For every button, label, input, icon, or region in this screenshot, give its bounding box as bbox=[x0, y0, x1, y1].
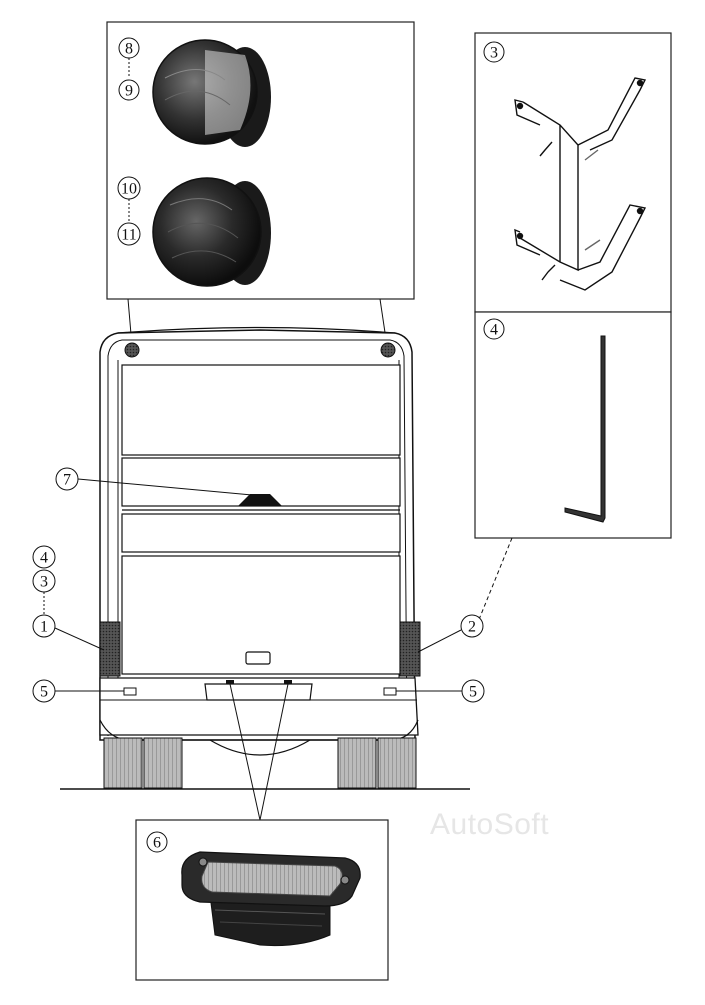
rear-lamp-cluster-right bbox=[399, 621, 421, 677]
svg-text:8: 8 bbox=[125, 41, 133, 58]
allen-key-illustration bbox=[564, 335, 606, 523]
lamp-10-11-illustration bbox=[152, 177, 271, 287]
callout-8: 8 bbox=[118, 37, 140, 59]
panel-4-label: 4 bbox=[483, 318, 505, 340]
wheel-left-outer bbox=[103, 737, 143, 789]
svg-text:6: 6 bbox=[153, 835, 161, 852]
callout-5-right: 5 bbox=[461, 679, 485, 703]
wheel-right-inner bbox=[337, 737, 377, 789]
wheel-right-outer bbox=[377, 737, 417, 789]
top-marker-lamp-right bbox=[380, 342, 396, 358]
bracket-panel-3: 3 bbox=[474, 32, 672, 313]
svg-text:3: 3 bbox=[40, 574, 48, 591]
callout-5-left: 5 bbox=[32, 679, 56, 703]
svg-text:7: 7 bbox=[63, 472, 71, 489]
lamp-8-9-illustration bbox=[152, 39, 271, 147]
panel-3-label: 3 bbox=[483, 41, 505, 63]
lamp-inset-panel: 8 9 10 11 bbox=[106, 21, 415, 347]
plate-lamp-right bbox=[284, 680, 292, 684]
svg-text:3: 3 bbox=[490, 45, 498, 62]
callout-11: 11 bbox=[117, 222, 141, 246]
callout-10: 10 bbox=[117, 176, 141, 200]
watermark-text: AutoSoft bbox=[430, 808, 550, 841]
svg-text:9: 9 bbox=[125, 83, 133, 100]
marker-lamp-5-left bbox=[123, 687, 137, 696]
callout-7: 7 bbox=[55, 467, 79, 491]
allen-key-panel-4: 4 bbox=[474, 311, 672, 623]
svg-text:10: 10 bbox=[121, 181, 137, 198]
callout-2: 2 bbox=[460, 614, 484, 638]
plate-lamp-panel-6: 6 bbox=[135, 819, 389, 981]
svg-text:5: 5 bbox=[40, 684, 48, 701]
svg-text:2: 2 bbox=[468, 619, 476, 636]
bus-rear-view bbox=[60, 326, 470, 790]
rear-lamp-cluster-left bbox=[99, 621, 121, 677]
svg-text:4: 4 bbox=[40, 550, 48, 567]
top-marker-lamp-left bbox=[124, 342, 140, 358]
svg-text:5: 5 bbox=[469, 684, 477, 701]
panel-6-label: 6 bbox=[146, 831, 168, 853]
callout-9: 9 bbox=[118, 79, 140, 101]
plate-lamp-illustration bbox=[181, 851, 361, 947]
svg-text:4: 4 bbox=[490, 322, 498, 339]
callout-3: 3 bbox=[32, 569, 56, 593]
callout-1: 1 bbox=[32, 614, 56, 638]
svg-text:11: 11 bbox=[121, 227, 136, 244]
plate-lamp-left bbox=[226, 680, 234, 684]
wheel-left-inner bbox=[143, 737, 183, 789]
brake-light-7 bbox=[238, 494, 282, 506]
mounting-bracket-illustration bbox=[514, 77, 647, 291]
callout-4: 4 bbox=[32, 545, 56, 569]
svg-text:1: 1 bbox=[40, 619, 48, 636]
marker-lamp-5-right bbox=[383, 687, 397, 696]
